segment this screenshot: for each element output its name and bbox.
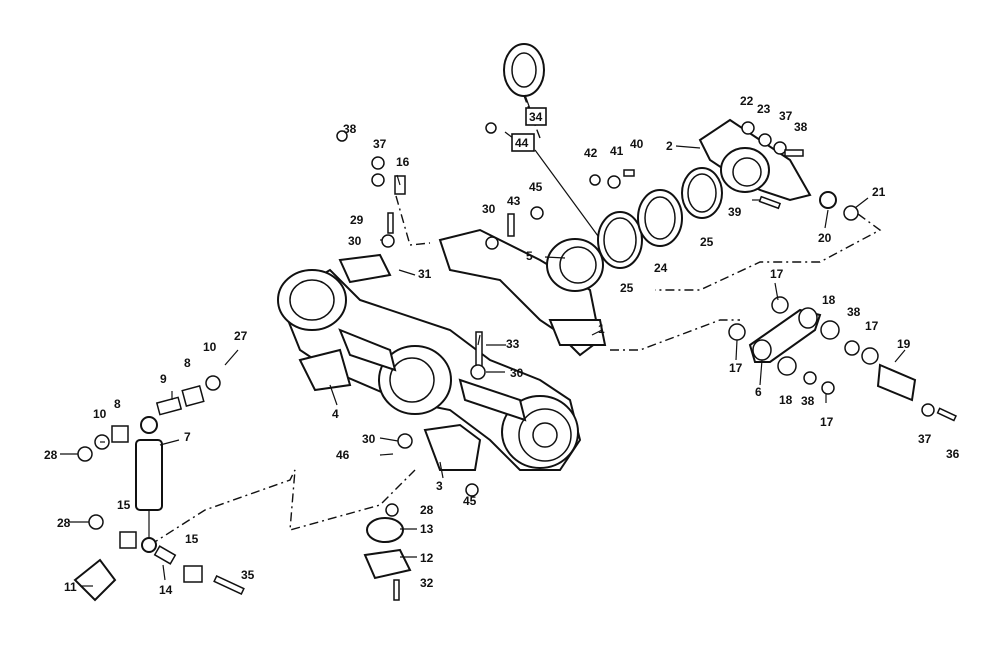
callout-38a: 38 bbox=[343, 122, 357, 136]
callout-23: 23 bbox=[757, 102, 771, 116]
callout-16: 16 bbox=[396, 155, 410, 169]
callout-17a: 17 bbox=[770, 267, 784, 281]
callout-28c: 28 bbox=[420, 503, 434, 517]
callout-6: 6 bbox=[755, 385, 762, 399]
callout-22: 22 bbox=[740, 94, 754, 108]
callout-45a: 45 bbox=[529, 180, 543, 194]
callout-4: 4 bbox=[332, 407, 339, 421]
callout-34: 34 bbox=[529, 110, 543, 124]
callout-19: 19 bbox=[897, 337, 911, 351]
callout-40: 40 bbox=[630, 137, 644, 151]
callout-28b: 28 bbox=[57, 516, 71, 530]
callout-30a: 30 bbox=[348, 234, 362, 248]
callout-18b: 18 bbox=[779, 393, 793, 407]
callout-29: 29 bbox=[350, 213, 364, 227]
callout-39: 39 bbox=[728, 205, 742, 219]
callout-21: 21 bbox=[872, 185, 886, 199]
callout-37c: 37 bbox=[918, 432, 932, 446]
callout-8b: 8 bbox=[114, 397, 121, 411]
callout-20: 20 bbox=[818, 231, 832, 245]
callout-11: 11 bbox=[64, 580, 77, 594]
callout-17b: 17 bbox=[729, 361, 743, 375]
callout-27: 27 bbox=[234, 329, 248, 343]
callout-30b: 30 bbox=[482, 202, 496, 216]
axle-housing bbox=[277, 268, 582, 471]
callout-46: 46 bbox=[336, 448, 350, 462]
callout-41: 41 bbox=[610, 144, 624, 158]
hardware bbox=[77, 121, 957, 601]
callout-12: 12 bbox=[420, 551, 434, 565]
shock-absorber bbox=[135, 416, 163, 553]
boxed-callouts bbox=[511, 107, 547, 152]
callout-10a: 10 bbox=[203, 340, 217, 354]
front-bracket bbox=[438, 228, 607, 357]
callout-1: 1 bbox=[598, 322, 605, 336]
callout-14: 14 bbox=[159, 583, 173, 597]
callout-33: 33 bbox=[506, 337, 520, 351]
callout-8a: 8 bbox=[184, 356, 191, 370]
callout-13: 13 bbox=[420, 522, 434, 536]
callout-35: 35 bbox=[241, 568, 255, 582]
bearing-rings bbox=[597, 167, 723, 269]
callout-18a: 18 bbox=[822, 293, 836, 307]
callout-30c: 30 bbox=[510, 366, 524, 380]
callout-31: 31 bbox=[418, 267, 432, 281]
callout-37a: 37 bbox=[373, 137, 387, 151]
callout-43: 43 bbox=[507, 194, 521, 208]
callout-box-34 bbox=[525, 107, 547, 126]
callout-2: 2 bbox=[666, 139, 673, 153]
callout-37b: 37 bbox=[779, 109, 793, 123]
callout-38d: 38 bbox=[801, 394, 815, 408]
callout-15a: 15 bbox=[117, 498, 131, 512]
callout-17c: 17 bbox=[865, 319, 879, 333]
seal-ring bbox=[503, 43, 545, 97]
callout-10b: 10 bbox=[93, 407, 107, 421]
callout-36: 36 bbox=[946, 447, 960, 461]
mount-plates bbox=[73, 253, 482, 602]
callout-30d: 30 bbox=[362, 432, 376, 446]
callout-3: 3 bbox=[436, 479, 443, 493]
callout-9: 9 bbox=[160, 372, 167, 386]
callout-28a: 28 bbox=[44, 448, 58, 462]
callout-7: 7 bbox=[184, 430, 191, 444]
callout-17d: 17 bbox=[820, 415, 834, 429]
callout-38c: 38 bbox=[847, 305, 861, 319]
callout-25b: 25 bbox=[700, 235, 714, 249]
callout-15b: 15 bbox=[185, 532, 199, 546]
callout-42: 42 bbox=[584, 146, 598, 160]
callout-25a: 25 bbox=[620, 281, 634, 295]
callout-labels: 1 2 3 4 5 6 7 8 8 9 10 10 11 12 13 14 15… bbox=[44, 94, 960, 597]
callout-24: 24 bbox=[654, 261, 668, 275]
callout-5: 5 bbox=[526, 249, 533, 263]
callout-44: 44 bbox=[515, 136, 529, 150]
rear-bracket bbox=[698, 118, 812, 202]
callout-box-44 bbox=[511, 133, 535, 152]
callout-32: 32 bbox=[420, 576, 434, 590]
callout-38b: 38 bbox=[794, 120, 808, 134]
callout-45b: 45 bbox=[463, 494, 477, 508]
leader-lines bbox=[60, 94, 906, 587]
